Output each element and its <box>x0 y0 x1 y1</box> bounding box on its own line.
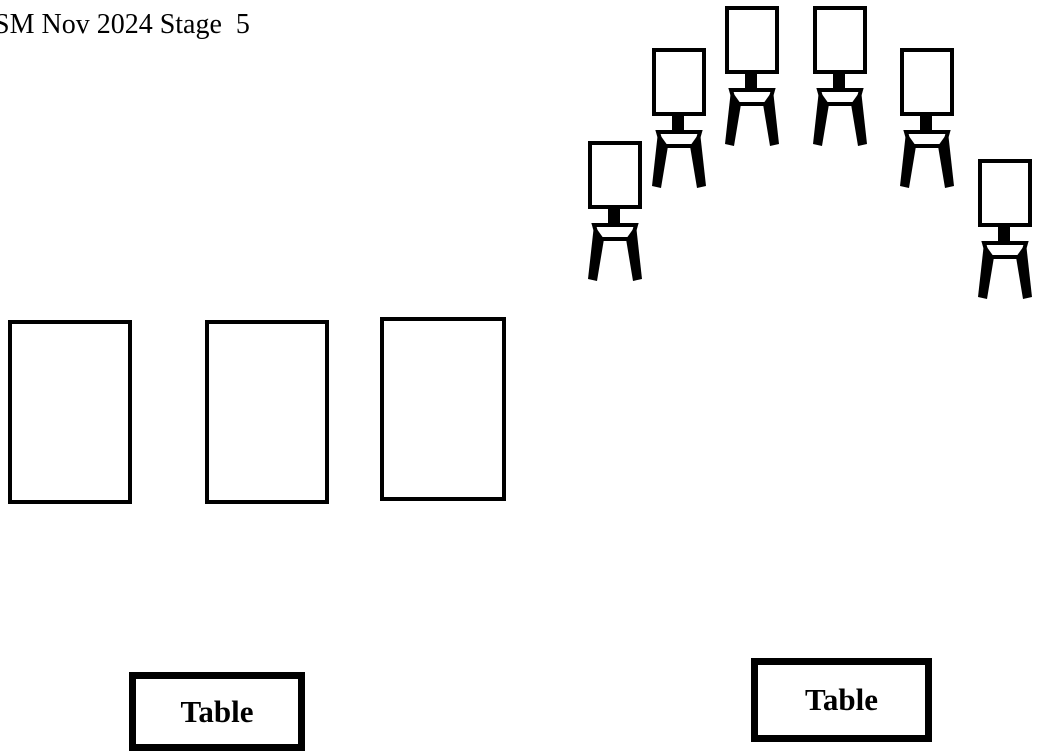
chair-1 <box>586 141 644 283</box>
chair-5 <box>898 48 956 190</box>
table-left: Table <box>129 672 305 751</box>
chair-3 <box>723 6 781 148</box>
table-right: Table <box>751 658 932 742</box>
chair-2 <box>650 48 708 190</box>
table-right-label: Table <box>805 682 878 717</box>
table-left-label: Table <box>180 693 254 729</box>
panel-2 <box>205 320 329 504</box>
chair-6 <box>976 159 1034 301</box>
panel-3 <box>380 317 506 501</box>
panel-1 <box>8 320 132 504</box>
chair-4 <box>811 6 869 148</box>
page-title: SM Nov 2024 Stage 5 <box>0 9 250 40</box>
